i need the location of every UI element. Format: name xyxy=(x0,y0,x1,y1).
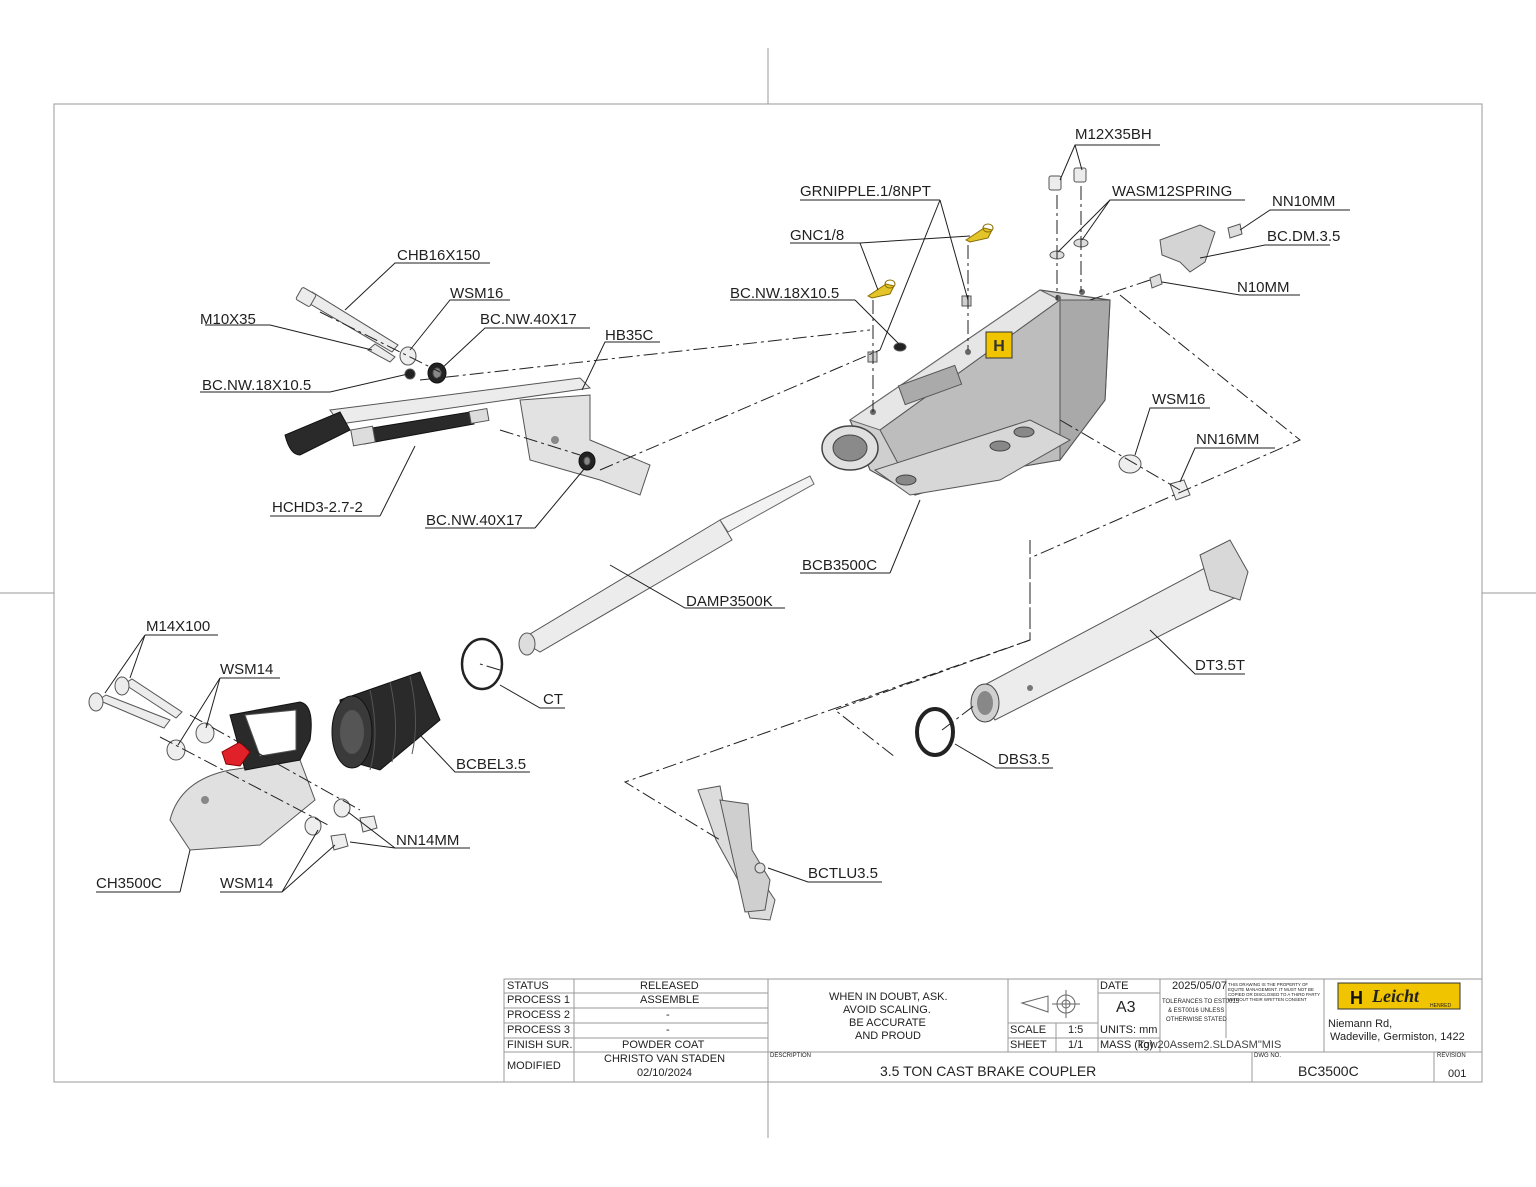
callout-bcnw18-top: BC.NW.18X10.5 xyxy=(730,285,839,302)
m12-bolt-part xyxy=(1048,167,1087,191)
callout-wasm12spring: WASM12SPRING xyxy=(1112,183,1232,200)
size-value: A3 xyxy=(1116,999,1136,1016)
title-block-grid xyxy=(503,978,1483,1083)
callout-hb35c: HB35C xyxy=(605,327,654,344)
status-value: RELEASED xyxy=(640,980,699,992)
modified-label: MODIFIED xyxy=(507,1060,561,1072)
callout-bcnw40-top: BC.NW.40X17 xyxy=(480,311,577,328)
mass-label: MASS (kg) xyxy=(1100,1039,1154,1051)
callout-damp3500k: DAMP3500K xyxy=(686,593,773,610)
modified-date: 02/10/2024 xyxy=(637,1067,693,1079)
property-notice: THIS DRAWING IS THE PROPERTY OF EQUITE M… xyxy=(1228,982,1320,1002)
coupler-head-part xyxy=(169,701,316,851)
modified-by: CHRISTO VAN STADEN xyxy=(604,1053,726,1065)
process1-value: ASSEMBLE xyxy=(640,994,700,1006)
description-label: DESCRIPTION xyxy=(770,1053,812,1059)
scale-value: 1:5 xyxy=(1068,1024,1084,1036)
note-line3: BE ACCURATE xyxy=(849,1017,926,1029)
status-label: STATUS xyxy=(507,980,549,992)
chb16-bolt-part xyxy=(295,287,596,471)
dwg-value: BC3500C xyxy=(1298,1063,1359,1079)
svg-text:Leicht: Leicht xyxy=(1371,986,1420,1006)
note-line2: AVOID SCALING. xyxy=(843,1004,931,1016)
sheet-label: SHEET xyxy=(1010,1039,1047,1051)
bush-ring-part xyxy=(915,707,955,757)
callout-bcbel35: BCBEL3.5 xyxy=(456,756,526,773)
mass-overlap-text: Tow20Assem2.SLDASM"MIS xyxy=(1138,1039,1282,1051)
sheet-value: 1/1 xyxy=(1068,1039,1084,1051)
dwg-label: DWG NO. xyxy=(1254,1053,1281,1059)
callout-dbs35: DBS3.5 xyxy=(998,751,1050,768)
note-line4: AND PROUD xyxy=(855,1030,922,1042)
callout-dt35t: DT3.5T xyxy=(1195,657,1245,674)
revision-value: 001 xyxy=(1448,1068,1467,1080)
note-line1: WHEN IN DOUBT, ASK. xyxy=(829,991,948,1003)
projection-symbol-icon xyxy=(1020,990,1080,1018)
callout-gnc18: GNC1/8 xyxy=(790,227,844,244)
callout-m10x35: M10X35 xyxy=(200,311,256,328)
callout-wsm16-left: WSM16 xyxy=(450,285,503,302)
callout-bctlu35: BCTLU3.5 xyxy=(808,865,878,882)
date-label: DATE xyxy=(1100,980,1129,992)
company-logo: H Leicht HENRED xyxy=(1337,982,1461,1010)
address-line1: Niemann Rd, xyxy=(1328,1018,1393,1030)
callout-hchd3: HCHD3-2.7-2 xyxy=(272,499,363,516)
finish-value: POWDER COAT xyxy=(622,1039,705,1051)
tolerance-line2: & EST0016 UNLESS xyxy=(1168,1008,1225,1014)
callout-bcdm35: BC.DM.3.5 xyxy=(1267,228,1340,245)
process2-value: - xyxy=(666,1009,670,1021)
date-value: 2025/05/07 xyxy=(1172,980,1228,992)
draw-tube-part xyxy=(970,539,1249,723)
tolerance-line1: TOLERANCES TO EST0015 xyxy=(1162,999,1240,1005)
process1-label: PROCESS 1 xyxy=(507,994,570,1006)
m14-bolt-part xyxy=(88,676,215,761)
address-line2: Wadeville, Germiston, 1422 xyxy=(1330,1031,1465,1043)
process3-value: - xyxy=(666,1024,670,1036)
callout-nn14mm: NN14MM xyxy=(396,832,459,849)
process3-label: PROCESS 3 xyxy=(507,1024,570,1036)
brake-coupler-body-part: H xyxy=(821,289,1111,496)
tow-lever-part xyxy=(697,785,776,921)
revision-label: REVISION xyxy=(1437,1053,1466,1059)
tolerance-line3: OTHERWISE STATED xyxy=(1166,1017,1227,1023)
process2-label: PROCESS 2 xyxy=(507,1009,570,1021)
callout-nn10mm: NN10MM xyxy=(1272,193,1335,210)
gas-damper-part xyxy=(350,407,490,447)
scale-label: SCALE xyxy=(1010,1024,1047,1036)
circlip-part xyxy=(460,637,504,691)
callout-labels: M12X35BH GRNIPPLE.1/8NPT WASM12SPRING NN… xyxy=(96,126,1340,892)
callout-nn16mm: NN16MM xyxy=(1196,431,1259,448)
grease-nipple-part xyxy=(867,223,994,299)
callout-chb16x150: CHB16X150 xyxy=(397,247,480,264)
callout-wsm14-top: WSM14 xyxy=(220,661,273,678)
bellows-part xyxy=(331,671,441,771)
callout-ch3500c: CH3500C xyxy=(96,875,162,892)
callout-bcnw40-bottom: BC.NW.40X17 xyxy=(426,512,523,529)
svg-text:HENRED: HENRED xyxy=(1430,1003,1452,1009)
description-value: 3.5 TON CAST BRAKE COUPLER xyxy=(880,1063,1097,1079)
callout-grnipple: GRNIPPLE.1/8NPT xyxy=(800,183,931,200)
hand-brake-lever-part xyxy=(284,377,651,496)
bracket-part xyxy=(1149,223,1243,289)
callout-bcb3500c: BCB3500C xyxy=(802,557,877,574)
nn14-nut-part xyxy=(304,798,378,851)
leader-lines xyxy=(96,144,1350,893)
callout-bcnw18-left: BC.NW.18X10.5 xyxy=(202,377,311,394)
svg-text:H: H xyxy=(1350,988,1363,1008)
callout-ct: CT xyxy=(543,691,563,708)
callout-n10mm: N10MM xyxy=(1237,279,1290,296)
svg-text:H: H xyxy=(993,338,1005,355)
finish-label: FINISH SUR. xyxy=(507,1039,573,1051)
callout-wsm16-right: WSM16 xyxy=(1152,391,1205,408)
damper-rod-part xyxy=(518,475,815,656)
callout-m14x100: M14X100 xyxy=(146,618,210,635)
assembly-lines xyxy=(159,186,1301,841)
callout-m12x35bh: M12X35BH xyxy=(1075,126,1152,143)
spring-washer-part xyxy=(1049,238,1089,260)
callout-wsm14-bottom: WSM14 xyxy=(220,875,273,892)
units-label: UNITS: mm xyxy=(1100,1024,1158,1036)
